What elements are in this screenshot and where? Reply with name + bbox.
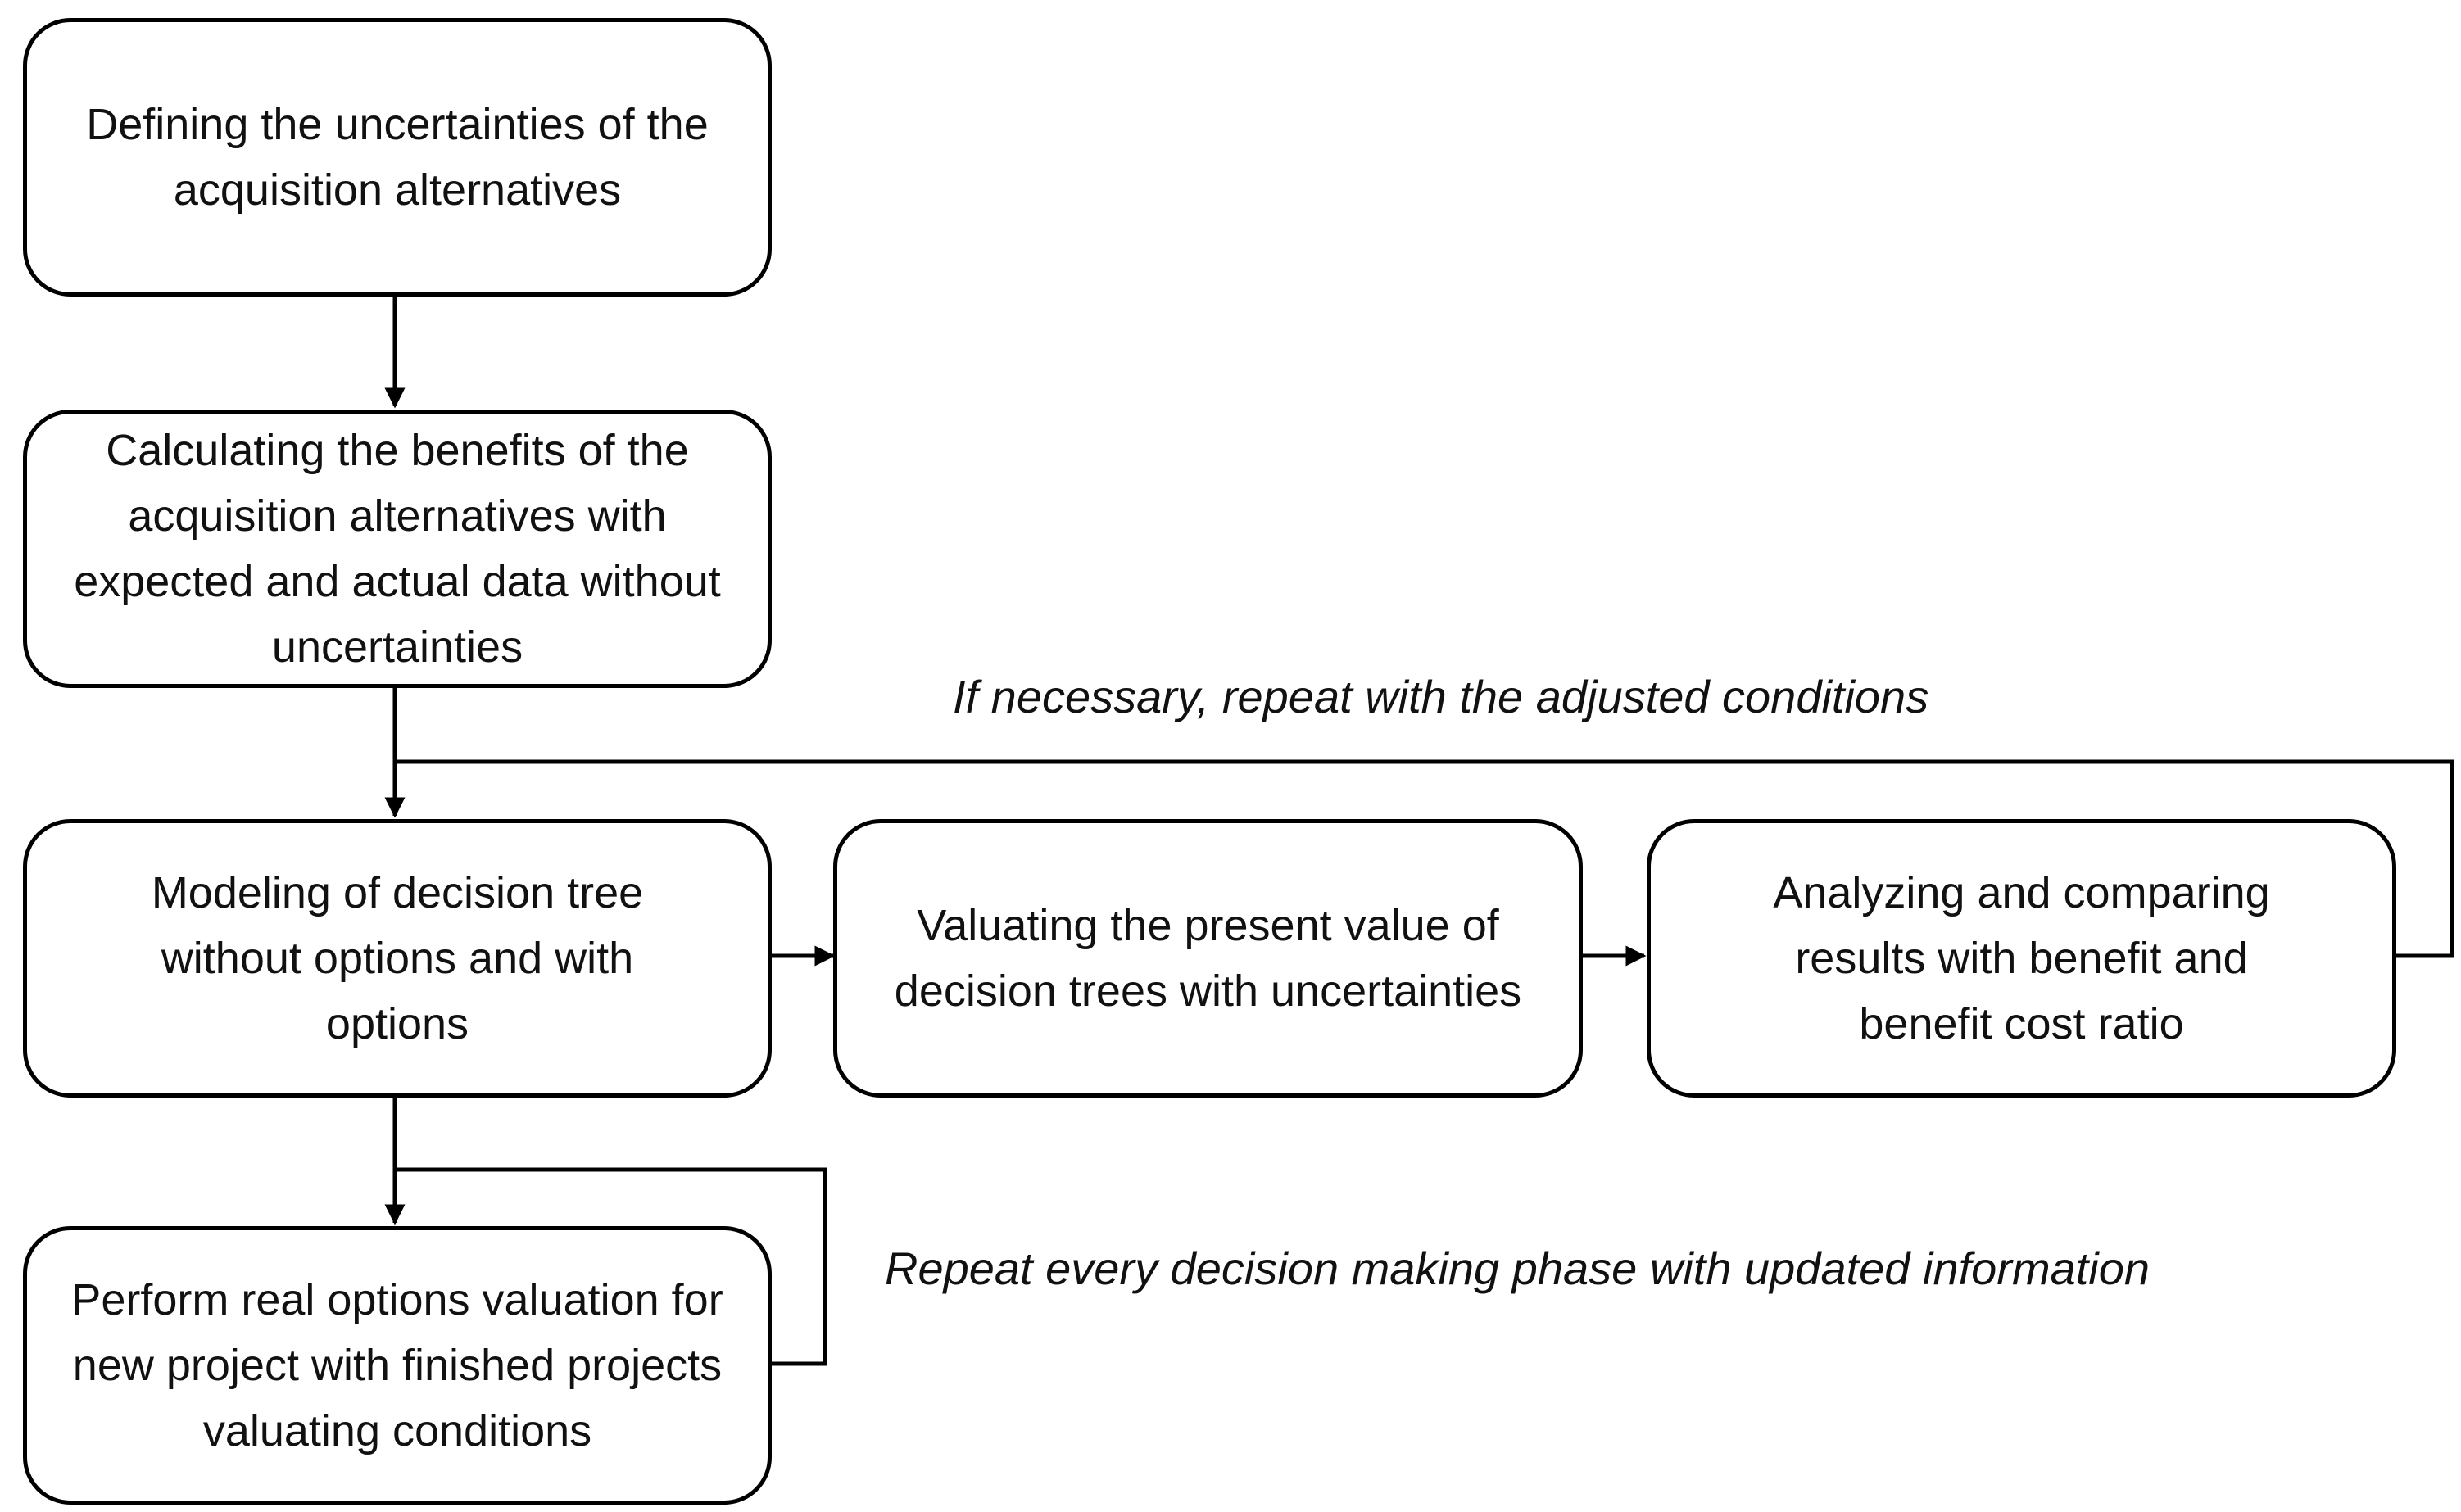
- step-valuate-present-value-label: Valuating the present value of decision …: [894, 901, 1522, 1016]
- note-repeat-adjusted-conditions: If necessary, repeat with the adjusted c…: [953, 671, 1929, 722]
- feedback-loop-adjusted-conditions: [395, 759, 2454, 958]
- step-calculate-benefits-label: Calculating the benefits of the acquisit…: [74, 426, 721, 672]
- step-define-uncertainties-label: Defining the uncertainties of the acquis…: [86, 100, 709, 215]
- step-model-decision-tree-label: Modeling of decision tree without option…: [151, 868, 644, 1048]
- step-define-uncertainties-box: Defining the uncertainties of the acquis…: [23, 18, 772, 297]
- step-analyze-compare-label: Analyzing and comparing results with ben…: [1773, 868, 2270, 1048]
- step-calculate-benefits-box: Calculating the benefits of the acquisit…: [23, 410, 772, 688]
- feedback-loop-updated-information: [395, 1167, 827, 1366]
- step-real-options-valuation-label: Perform real options valuation for new p…: [71, 1275, 723, 1455]
- step-analyze-compare-box: Analyzing and comparing results with ben…: [1647, 819, 2396, 1098]
- note-repeat-updated-information: Repeat every decision making phase with …: [885, 1243, 2151, 1294]
- step-valuate-present-value-box: Valuating the present value of decision …: [833, 819, 1583, 1098]
- step-model-decision-tree-box: Modeling of decision tree without option…: [23, 819, 772, 1098]
- step-real-options-valuation-box: Perform real options valuation for new p…: [23, 1226, 772, 1505]
